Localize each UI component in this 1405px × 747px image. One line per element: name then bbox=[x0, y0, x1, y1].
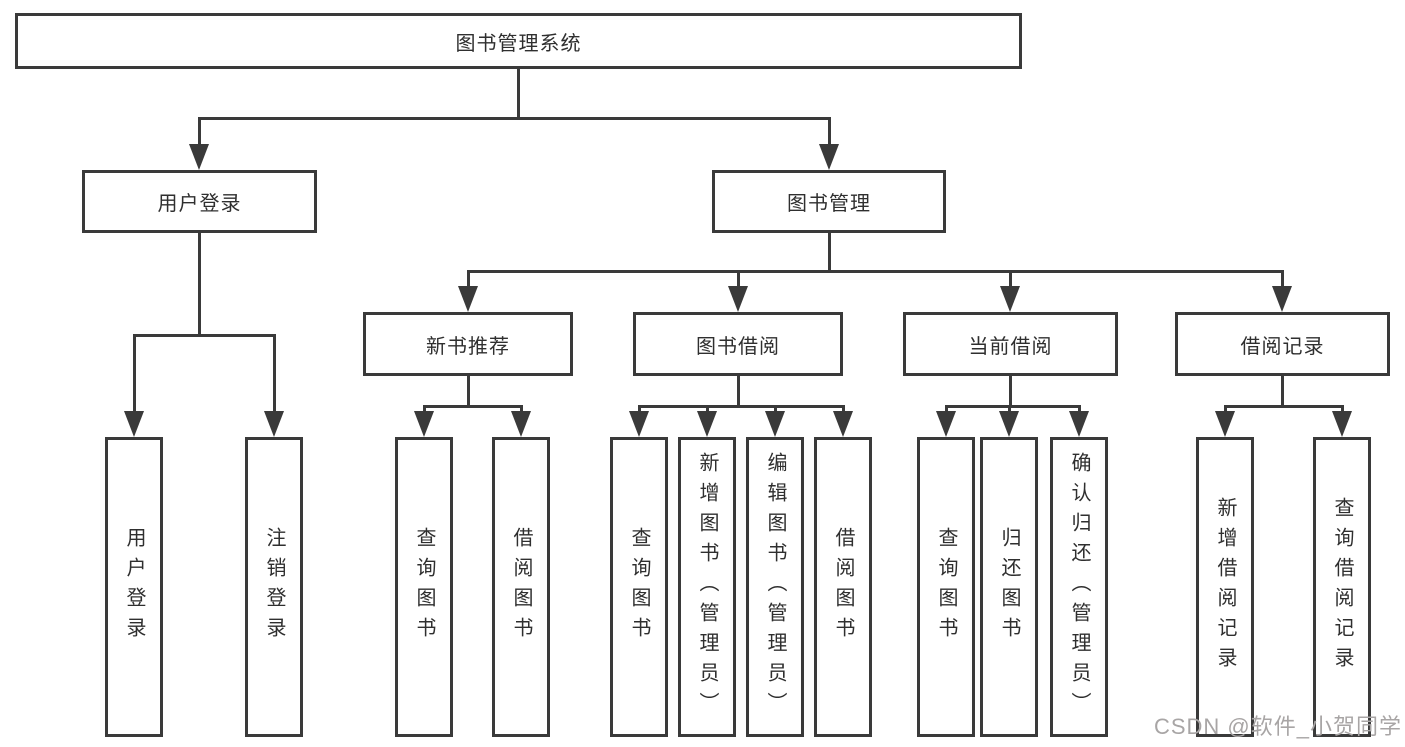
connector-drop-book-borrow bbox=[737, 270, 740, 292]
arrowhead-cb-confirm bbox=[1069, 411, 1089, 437]
arrowhead-br-add bbox=[1215, 411, 1235, 437]
connector-drop-leaf-login bbox=[133, 334, 136, 416]
arrowhead-bb-edit bbox=[765, 411, 785, 437]
leaf-cb-return-book-label: 归还图书 bbox=[998, 527, 1020, 647]
arrowhead-leaf-login bbox=[124, 411, 144, 437]
leaf-logout: 注销登录 bbox=[245, 437, 303, 737]
leaf-br-add-record-label: 新增借阅记录 bbox=[1214, 497, 1236, 677]
connector-new-book-bar bbox=[423, 405, 523, 408]
leaf-cb-return-book: 归还图书 bbox=[980, 437, 1038, 737]
arrowhead-bb-borrow bbox=[833, 411, 853, 437]
arrowhead-leaf-logout bbox=[264, 411, 284, 437]
leaf-bb-add-book-admin: 新增图书（管理员） bbox=[678, 437, 736, 737]
arrowhead-new-book bbox=[458, 286, 478, 312]
arrowhead-cb-query bbox=[936, 411, 956, 437]
node-borrow-record-label: 借阅记录 bbox=[1240, 335, 1325, 358]
node-root-label: 图书管理系统 bbox=[455, 32, 582, 55]
leaf-bb-borrow-book: 借阅图书 bbox=[814, 437, 872, 737]
connector-current-borrow-stub bbox=[1009, 376, 1012, 408]
connector-user-login-bar bbox=[133, 334, 276, 337]
leaf-br-query-record-label: 查询借阅记录 bbox=[1331, 497, 1353, 677]
arrowhead-user-login bbox=[189, 144, 209, 170]
node-book-mgmt-label: 图书管理 bbox=[787, 193, 871, 215]
connector-book-borrow-bar bbox=[638, 405, 845, 408]
leaf-br-query-record: 查询借阅记录 bbox=[1313, 437, 1371, 737]
leaf-cb-confirm-return-admin: 确认归还（管理员） bbox=[1050, 437, 1108, 737]
connector-drop-new-book bbox=[467, 270, 470, 292]
leaf-user-login: 用户登录 bbox=[105, 437, 163, 737]
leaf-bb-borrow-book-label: 借阅图书 bbox=[832, 527, 854, 647]
connector-drop-borrow-record bbox=[1281, 270, 1284, 292]
leaf-bb-edit-book-admin: 编辑图书（管理员） bbox=[746, 437, 804, 737]
leaf-cb-query-book-label: 查询图书 bbox=[935, 527, 957, 647]
leaf-user-login-label: 用户登录 bbox=[123, 527, 145, 647]
arrowhead-bb-add bbox=[697, 411, 717, 437]
leaf-bb-query-book: 查询图书 bbox=[610, 437, 668, 737]
node-book-borrow-label: 图书借阅 bbox=[696, 335, 780, 358]
arrowhead-borrow-record bbox=[1272, 286, 1292, 312]
node-user-login-label: 用户登录 bbox=[157, 193, 242, 215]
leaf-cb-confirm-return-admin-label: 确认归还（管理员） bbox=[1068, 452, 1090, 722]
connector-drop-leaf-logout bbox=[273, 334, 276, 416]
connector-borrow-record-bar bbox=[1224, 405, 1344, 408]
arrowhead-bb-query bbox=[629, 411, 649, 437]
arrowhead-nb-query bbox=[414, 411, 434, 437]
node-book-borrow: 图书借阅 bbox=[633, 312, 843, 376]
leaf-bb-edit-book-admin-label: 编辑图书（管理员） bbox=[764, 452, 786, 722]
leaf-nb-query-book-label: 查询图书 bbox=[413, 527, 435, 647]
leaf-nb-borrow-book-label: 借阅图书 bbox=[510, 527, 532, 647]
connector-drop-user-login bbox=[198, 117, 201, 150]
leaf-cb-query-book: 查询图书 bbox=[917, 437, 975, 737]
arrowhead-book-borrow bbox=[728, 286, 748, 312]
connector-new-book-stub bbox=[467, 376, 470, 408]
arrowhead-cb-return bbox=[999, 411, 1019, 437]
node-current-borrow: 当前借阅 bbox=[903, 312, 1118, 376]
node-new-book: 新书推荐 bbox=[363, 312, 573, 376]
connector-book-mgmt-stub bbox=[828, 233, 831, 273]
leaf-nb-query-book: 查询图书 bbox=[395, 437, 453, 737]
node-current-borrow-label: 当前借阅 bbox=[968, 335, 1053, 358]
leaf-nb-borrow-book: 借阅图书 bbox=[492, 437, 550, 737]
connector-drop-book-mgmt bbox=[828, 117, 831, 150]
connector-book-borrow-stub bbox=[737, 376, 740, 408]
arrowhead-br-query bbox=[1332, 411, 1352, 437]
arrowhead-nb-borrow bbox=[511, 411, 531, 437]
node-new-book-label: 新书推荐 bbox=[426, 335, 510, 358]
connector-borrow-record-stub bbox=[1281, 376, 1284, 408]
arrowhead-book-mgmt bbox=[819, 144, 839, 170]
leaf-br-add-record: 新增借阅记录 bbox=[1196, 437, 1254, 737]
connector-level3-bar bbox=[467, 270, 1284, 273]
leaf-bb-query-book-label: 查询图书 bbox=[628, 527, 650, 647]
connector-level2-bar bbox=[198, 117, 831, 120]
connector-current-borrow-bar bbox=[945, 405, 1081, 408]
node-user-login: 用户登录 bbox=[82, 170, 317, 233]
leaf-logout-label: 注销登录 bbox=[263, 527, 285, 647]
node-root: 图书管理系统 bbox=[15, 13, 1022, 69]
node-borrow-record: 借阅记录 bbox=[1175, 312, 1390, 376]
connector-root-stub bbox=[517, 69, 520, 120]
connector-user-login-stub bbox=[198, 233, 201, 337]
connector-drop-current-borrow bbox=[1009, 270, 1012, 292]
leaf-bb-add-book-admin-label: 新增图书（管理员） bbox=[696, 452, 718, 722]
arrowhead-current-borrow bbox=[1000, 286, 1020, 312]
node-book-mgmt: 图书管理 bbox=[712, 170, 946, 233]
